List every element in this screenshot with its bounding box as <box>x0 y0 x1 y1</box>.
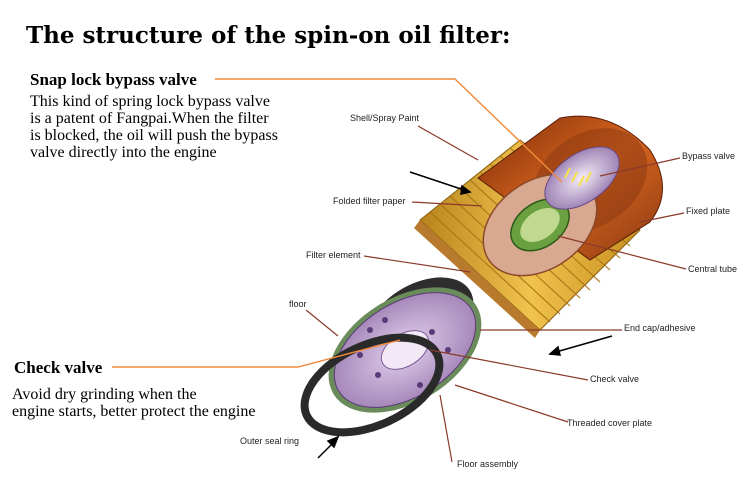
snap-lock-line: This kind of spring lock bypass valve <box>30 93 270 110</box>
label-threaded-plate: Threaded cover plate <box>567 418 653 428</box>
check-valve-line: Avoid dry grinding when the <box>12 386 197 403</box>
snap-lock-line: is a patent of Fangpai.When the filter <box>30 110 269 127</box>
label-floor-assembly: Floor assembly <box>457 459 519 469</box>
bypass-valve <box>544 146 620 210</box>
label-bypass-valve: Bypass valve <box>682 151 736 161</box>
label-shell: Shell/Spray Paint <box>350 113 420 123</box>
label-fixed-plate: Fixed plate <box>686 206 731 216</box>
snap-lock-description: This kind of spring lock bypass valve is… <box>30 93 278 161</box>
snap-lock-line: is blocked, the oil will push the bypass <box>30 127 278 144</box>
label-end-cap: End cap/adhesive <box>624 323 696 333</box>
check-valve-heading: Check valve <box>14 358 103 377</box>
outer-seal-ring <box>300 333 444 437</box>
leader-lines <box>305 125 687 463</box>
label-filter-element: Filter element <box>306 250 361 260</box>
label-folded-paper: Folded filter paper <box>333 196 406 206</box>
flow-arrows <box>317 171 613 459</box>
check-valve-line: engine starts, better protect the engine <box>12 403 256 420</box>
snap-lock-line: valve directly into the engine <box>30 144 217 161</box>
label-check-valve: Check valve <box>590 374 640 384</box>
page-title: The structure of the spin-on oil filter: <box>26 22 511 49</box>
label-central-tube: Central tube <box>688 264 738 274</box>
label-outer-seal: Outer seal ring <box>240 436 300 446</box>
callout-lines <box>112 78 563 368</box>
label-floor: floor <box>289 299 307 309</box>
check-valve-description: Avoid dry grinding when the engine start… <box>12 386 255 420</box>
snap-lock-heading: Snap lock bypass valve <box>30 70 197 89</box>
